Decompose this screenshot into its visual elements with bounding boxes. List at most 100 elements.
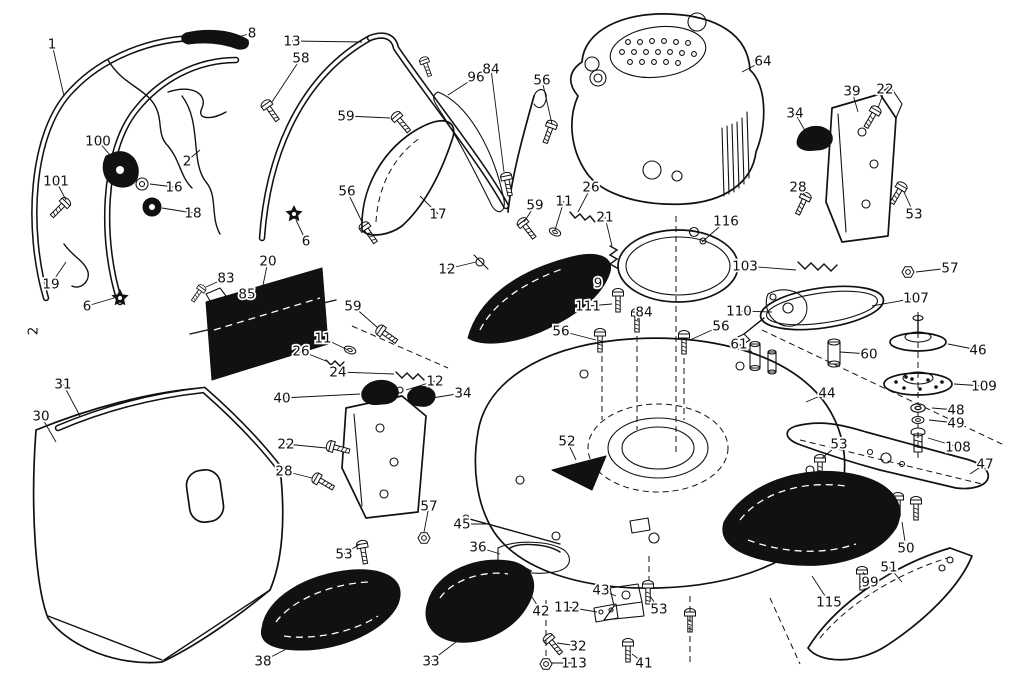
part-number-label: 6 <box>83 299 92 315</box>
spring-icon <box>325 359 345 367</box>
grass-catcher <box>32 386 284 664</box>
part-number-label: 103 <box>732 259 758 275</box>
leader-line <box>86 297 115 307</box>
drive-belt <box>759 285 885 331</box>
part-number-label: 83 <box>217 271 234 287</box>
part-number-label: 51 <box>880 560 897 576</box>
handle-clamp <box>407 385 436 407</box>
part-number-label: 99 <box>861 575 878 591</box>
part-number-label: 56 <box>712 319 729 335</box>
handle-grip <box>181 29 249 50</box>
bolt-icon <box>373 322 401 347</box>
leader-line <box>794 112 809 137</box>
leader-line <box>649 595 660 610</box>
leader-line <box>285 443 327 449</box>
leader-line <box>851 90 859 113</box>
part-number-label: 22 <box>876 82 893 98</box>
washer-icon <box>547 225 563 239</box>
bolt-icon <box>418 55 435 78</box>
bolt-icon <box>594 328 606 353</box>
primer-bulb <box>589 69 607 87</box>
bolt-icon <box>612 288 624 313</box>
part-number-label: 42 <box>532 604 549 620</box>
leader-line <box>523 204 536 223</box>
rear-skirt <box>722 470 901 665</box>
part-number-label: 48 <box>947 403 964 419</box>
leader-line <box>295 219 307 242</box>
leader-line <box>186 149 201 162</box>
leader-line <box>577 186 592 213</box>
leader-line <box>281 393 361 399</box>
leader-line <box>821 443 840 459</box>
part-number-label: 59 <box>344 299 361 315</box>
part-number-label: 84 <box>482 62 499 78</box>
part-number-label: 116 <box>713 214 739 230</box>
recoil-cover <box>609 25 707 79</box>
part-number-label: 50 <box>897 541 914 557</box>
part-number-label: 8 <box>248 26 257 42</box>
part-number-label: 26 <box>292 344 309 360</box>
part-number-label: 64 <box>754 54 771 70</box>
pulley-upper <box>889 332 947 352</box>
part-number-label: 111 <box>575 299 601 315</box>
part-number-label: 13 <box>283 34 300 50</box>
part-number-label: 57 <box>941 261 958 277</box>
part-number-label: 9 <box>594 276 603 292</box>
handle-clamp <box>361 379 399 405</box>
leader-line <box>888 566 903 583</box>
part-number-label: 11 <box>314 331 331 347</box>
part-number-label: 38 <box>254 654 271 670</box>
leader-line <box>604 216 613 247</box>
control-cable <box>107 59 193 189</box>
leader-line <box>300 350 327 362</box>
leader-line <box>291 40 363 43</box>
part-number-label: 1 <box>48 37 57 53</box>
rod <box>465 517 561 545</box>
nut-icon <box>539 658 553 670</box>
leader-line <box>805 392 828 403</box>
clamp-icon <box>475 257 485 267</box>
blade-assembly <box>761 329 1007 521</box>
deck-decal <box>551 455 607 491</box>
part-number-label: 31 <box>54 377 71 393</box>
part-number-label: 45 <box>453 517 470 533</box>
leader-line <box>262 641 301 662</box>
leader-line <box>901 521 907 549</box>
bolt-icon <box>622 638 634 663</box>
part-number-label: 28 <box>275 464 292 480</box>
leader-line <box>947 343 979 351</box>
handle-clamp <box>796 125 833 151</box>
leader-line <box>927 437 959 448</box>
part-number-label: 40 <box>273 391 290 407</box>
leader-line <box>701 220 727 243</box>
lower-handle-assembly <box>31 29 249 306</box>
part-number-label: 100 <box>85 134 111 150</box>
leader-line <box>149 183 175 188</box>
spring-icon <box>608 245 619 269</box>
part-number-label: 53 <box>335 547 352 563</box>
part-number-label: 21 <box>596 210 613 226</box>
bolt-icon <box>860 103 884 131</box>
leader-line <box>738 310 773 313</box>
leader-line <box>969 463 986 475</box>
leader-line <box>161 207 194 214</box>
part-number-label: 96 <box>467 70 484 86</box>
leader-line <box>419 195 439 215</box>
right-bracket-assembly <box>792 85 910 243</box>
part-number-label: 19 <box>42 277 59 293</box>
part-number-label: 84 <box>635 305 652 321</box>
part-number-label: 43 <box>592 583 609 599</box>
part-number-label: 17 <box>429 207 446 223</box>
nut-icon <box>901 266 915 278</box>
leader-line <box>55 180 67 201</box>
part-number-label: 34 <box>454 386 471 402</box>
nut-icon <box>135 177 149 191</box>
leader-line <box>405 380 436 391</box>
part-number-label: 20 <box>259 254 276 270</box>
rod <box>63 243 89 288</box>
leader-line <box>261 260 269 291</box>
handle-hardware <box>47 151 227 306</box>
leader-line <box>283 470 313 479</box>
part-number-label: 34 <box>786 106 803 122</box>
